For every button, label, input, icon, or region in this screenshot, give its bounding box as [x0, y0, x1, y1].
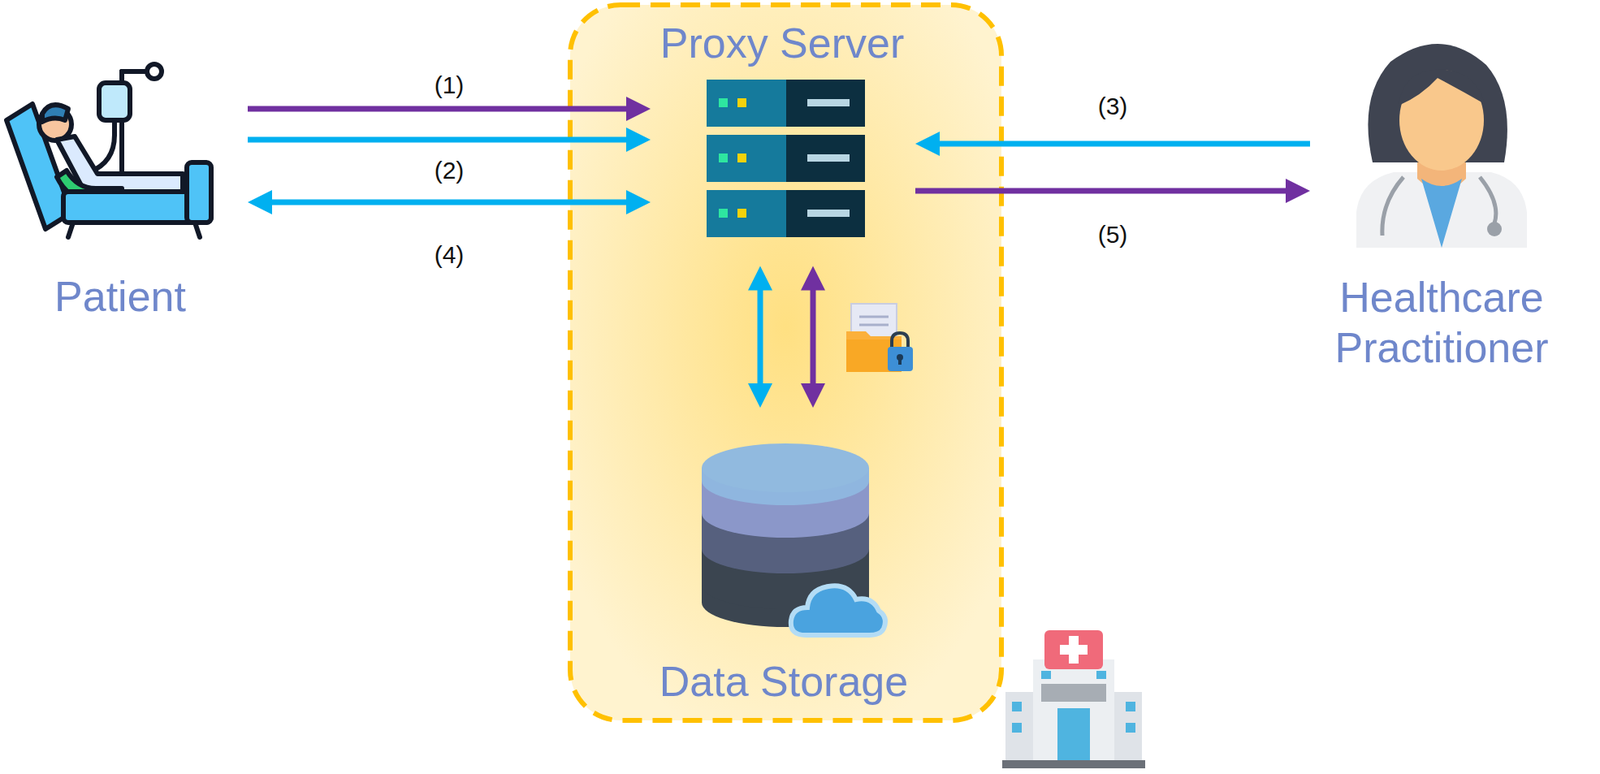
- callout-number: (3): [1098, 92, 1129, 121]
- callout-number: (2): [434, 156, 465, 185]
- arrow-head: [800, 383, 826, 408]
- flow-arrow: [915, 131, 1311, 156]
- cloud-icon: [791, 585, 886, 636]
- arrow-line: [267, 199, 632, 206]
- arrow-line: [247, 137, 632, 143]
- arrow-head: [748, 383, 773, 408]
- hospital-icon: [1002, 630, 1146, 769]
- node-label: Data Storage: [657, 656, 910, 707]
- proxy-region: [570, 4, 1002, 721]
- patient-icon: [6, 64, 212, 238]
- flow-arrow: [247, 190, 651, 215]
- server-icon: [706, 79, 865, 238]
- flow-arrow: [800, 265, 826, 408]
- flow-arrow: [748, 265, 773, 408]
- callout-number: (1): [434, 71, 465, 100]
- storage-node: Data Storage: [657, 438, 910, 707]
- callout-number: (5): [1098, 220, 1129, 249]
- arrow-head: [626, 190, 651, 215]
- arrow-line: [247, 106, 632, 113]
- arrow-head: [626, 127, 651, 152]
- arrow-line: [757, 285, 764, 389]
- arrow-head: [748, 265, 773, 290]
- arrow-head: [247, 190, 273, 215]
- flow-arrow: [247, 127, 651, 152]
- arrow-line: [934, 141, 1311, 148]
- arrow-head: [915, 131, 940, 156]
- locked-folder-icon: [846, 303, 913, 372]
- arrow-head: [800, 265, 826, 290]
- practitioner-icon: [1356, 43, 1527, 248]
- arrow-head: [626, 96, 651, 122]
- server-node: Proxy Server: [658, 17, 906, 238]
- arrow-head: [1285, 178, 1311, 204]
- node-label: Proxy Server: [658, 17, 906, 69]
- practitioner-node: Healthcare Practitioner: [1319, 38, 1564, 374]
- arrow-line: [810, 285, 817, 389]
- flow-arrow: [247, 96, 651, 122]
- arrow-line: [915, 188, 1291, 195]
- callout-number: (4): [434, 241, 465, 269]
- node-label: Healthcare Practitioner: [1319, 272, 1564, 374]
- patient-node: Patient: [0, 60, 241, 322]
- node-label: Patient: [0, 271, 241, 322]
- flow-arrow: [915, 178, 1311, 204]
